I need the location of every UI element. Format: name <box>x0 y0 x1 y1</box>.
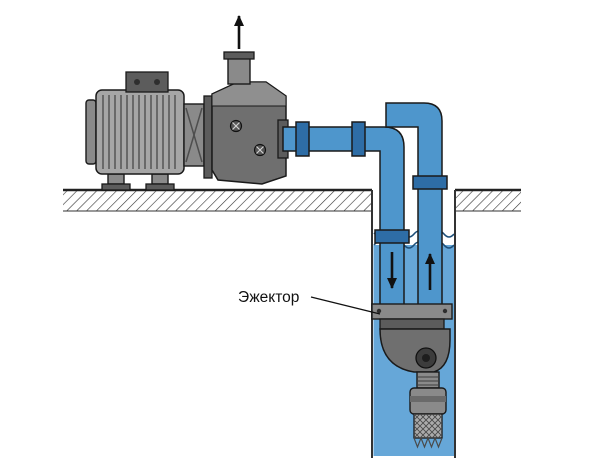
ground-left <box>63 188 372 212</box>
motor-terminal-box <box>125 71 169 93</box>
check-valve <box>409 387 447 415</box>
casing-screw-1 <box>229 119 243 133</box>
pump-casing <box>203 51 289 185</box>
ground-right <box>455 188 521 212</box>
ejector-callout: Эжектор <box>238 289 381 315</box>
motor-cooling-fins <box>102 95 176 169</box>
ejector-stem <box>416 371 440 389</box>
discharge-stub <box>223 51 255 85</box>
ejector-assembly <box>371 303 453 449</box>
pipe-flange-1 <box>295 121 310 157</box>
ejector-label: Эжектор <box>238 289 299 306</box>
pipe-flange-4 <box>374 229 410 244</box>
strainer <box>413 413 443 449</box>
pump-bracket <box>183 103 205 167</box>
ejector-top-flange <box>371 303 453 320</box>
pump-motor <box>85 71 185 175</box>
pipe-flange-3 <box>412 175 448 190</box>
pipe-flange-2 <box>351 121 366 157</box>
ejector-leader-line <box>310 296 381 315</box>
pump-feet <box>101 173 175 191</box>
pump-unit <box>85 51 289 191</box>
casing-screw-2 <box>253 143 267 157</box>
